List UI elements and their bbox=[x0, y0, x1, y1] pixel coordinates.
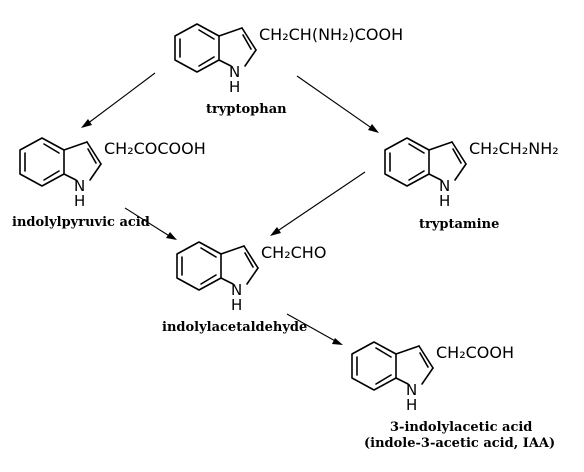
tryptamine-structure: N H CH₂CH₂NH₂ bbox=[384, 137, 559, 210]
tryptamine-substituent: CH₂CH₂NH₂ bbox=[469, 139, 559, 158]
indolylpyruvic-acid-label: indolylpyruvic acid bbox=[12, 215, 150, 230]
tryptophan-substituent: CH₂CH(NH₂)COOH bbox=[259, 25, 403, 44]
tryptamine-label: tryptamine bbox=[419, 217, 499, 232]
arrow-tryptamine-to-indolylacetaldehyde bbox=[270, 171, 366, 236]
h-label: H bbox=[231, 296, 242, 314]
iaa-label-line2: (indole-3-acetic acid, IAA) bbox=[364, 436, 555, 451]
nh-label: N bbox=[229, 63, 240, 81]
indolylpyruvic-substituent: CH₂COCOOH bbox=[104, 139, 206, 158]
arrow-indolylacetaldehyde-to-iaa bbox=[286, 313, 343, 345]
indolylacetaldehyde-structure: N H CH₂CHO bbox=[176, 241, 326, 314]
iaa-substituent: CH₂COOH bbox=[436, 343, 514, 362]
nh-label: N bbox=[406, 381, 417, 399]
nh-label: N bbox=[74, 177, 85, 195]
tryptophan-label: tryptophan bbox=[206, 102, 287, 117]
h-label: H bbox=[406, 396, 417, 414]
h-label: H bbox=[229, 78, 240, 96]
indolylpyruvic-acid-structure: N H CH₂COCOOH bbox=[19, 137, 206, 210]
iaa-label-line1: 3-indolylacetic acid bbox=[390, 420, 532, 435]
nh-label: N bbox=[231, 281, 242, 299]
tryptophan-structure: N H CH₂CH(NH₂)COOH bbox=[174, 23, 403, 96]
h-label: H bbox=[74, 192, 85, 210]
nh-label: N bbox=[439, 177, 450, 195]
h-label: H bbox=[439, 192, 450, 210]
indolylacetaldehyde-label: indolylacetaldehyde bbox=[162, 320, 307, 335]
arrow-indolylpyruvic-to-indolylacetaldehyde bbox=[124, 207, 177, 240]
arrow-tryptophan-to-indolylpyruvic bbox=[81, 72, 156, 128]
indolylacetaldehyde-substituent: CH₂CHO bbox=[261, 243, 326, 262]
iaa-structure: N H CH₂COOH bbox=[351, 341, 514, 414]
arrow-tryptophan-to-tryptamine bbox=[296, 75, 379, 133]
